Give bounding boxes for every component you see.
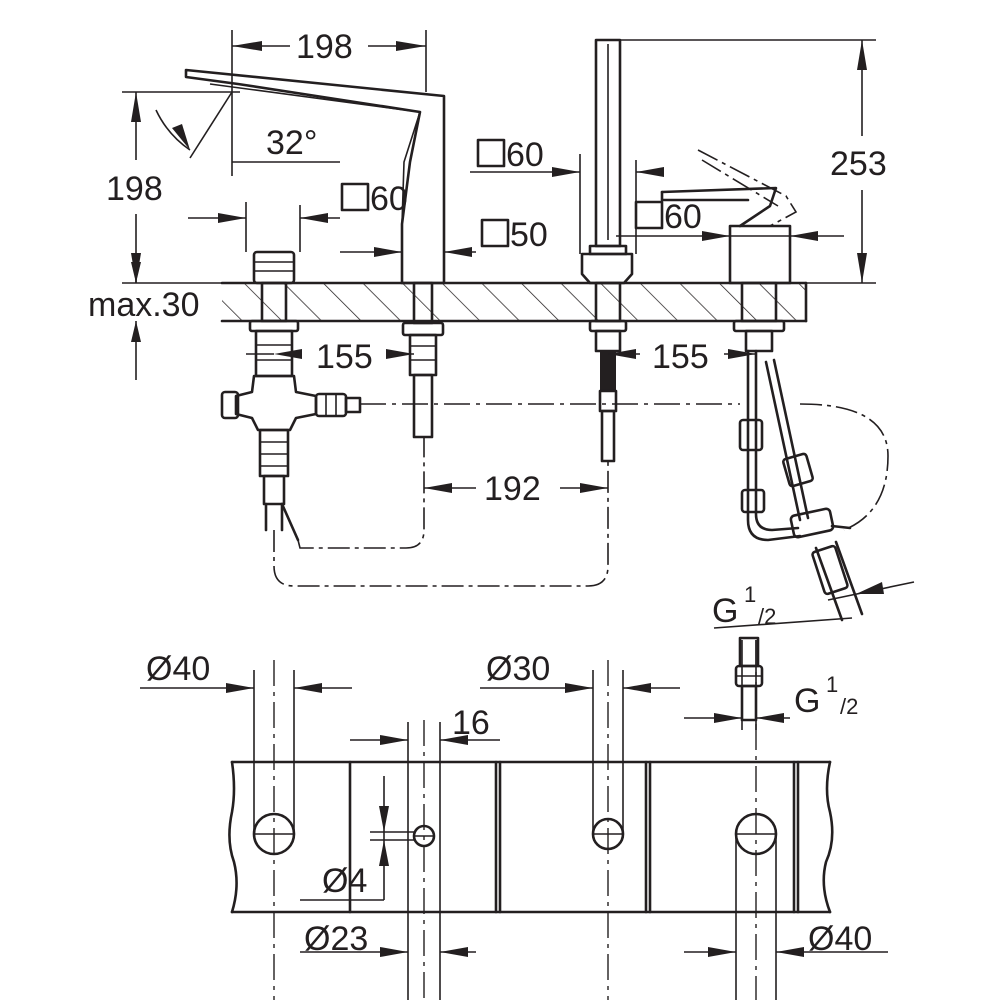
dim-spout-square-top: 60: [370, 180, 408, 218]
mixer-lever: [660, 149, 864, 622]
hole-small-dia: Ø23: [304, 920, 368, 958]
hole-dia-center: Ø30: [486, 650, 550, 688]
dim-below-right: 155: [652, 338, 709, 376]
dim-pipe-spacing: 192: [484, 470, 541, 508]
hole-dia-right: Ø40: [808, 920, 872, 958]
dim-spout-angle: 32°: [266, 124, 317, 162]
dim-spout-height: 198: [106, 170, 163, 208]
center-lines: [273, 403, 889, 1000]
dim-spout-width: 198: [296, 28, 353, 66]
thread-label-upper: G 1 /2: [712, 582, 776, 630]
svg-text:1: 1: [744, 582, 756, 607]
labels: 198 198 32° 60 50 60 60 253 max.30 155 1…: [88, 28, 887, 958]
bath-spout: [184, 68, 446, 439]
dim-shower-square: 60: [506, 136, 544, 174]
dim-below-left: 155: [316, 338, 373, 376]
dim-spout-square-bottom: 50: [510, 216, 548, 254]
thread-label-lower: G 1 /2: [794, 672, 858, 720]
dimension-lines: [122, 30, 915, 629]
dim-deck-thickness: max.30: [88, 286, 200, 324]
diverter-valve: [220, 250, 362, 542]
svg-text:G: G: [794, 682, 820, 720]
hole-dia-left: Ø40: [146, 650, 210, 688]
dim-lever-square: 60: [664, 198, 702, 236]
svg-text:/2: /2: [758, 604, 776, 629]
hole-pin-dia: Ø4: [322, 862, 367, 900]
dim-total-height: 253: [830, 145, 887, 183]
hole-slot-width: 16: [452, 704, 490, 742]
deck-hole-plan: [140, 636, 888, 1000]
svg-text:1: 1: [826, 672, 838, 697]
hand-shower: [580, 38, 634, 463]
svg-text:G: G: [712, 592, 738, 630]
deck-section: [220, 281, 808, 323]
square-profile-icon: [340, 138, 664, 248]
svg-text:/2: /2: [840, 694, 858, 719]
